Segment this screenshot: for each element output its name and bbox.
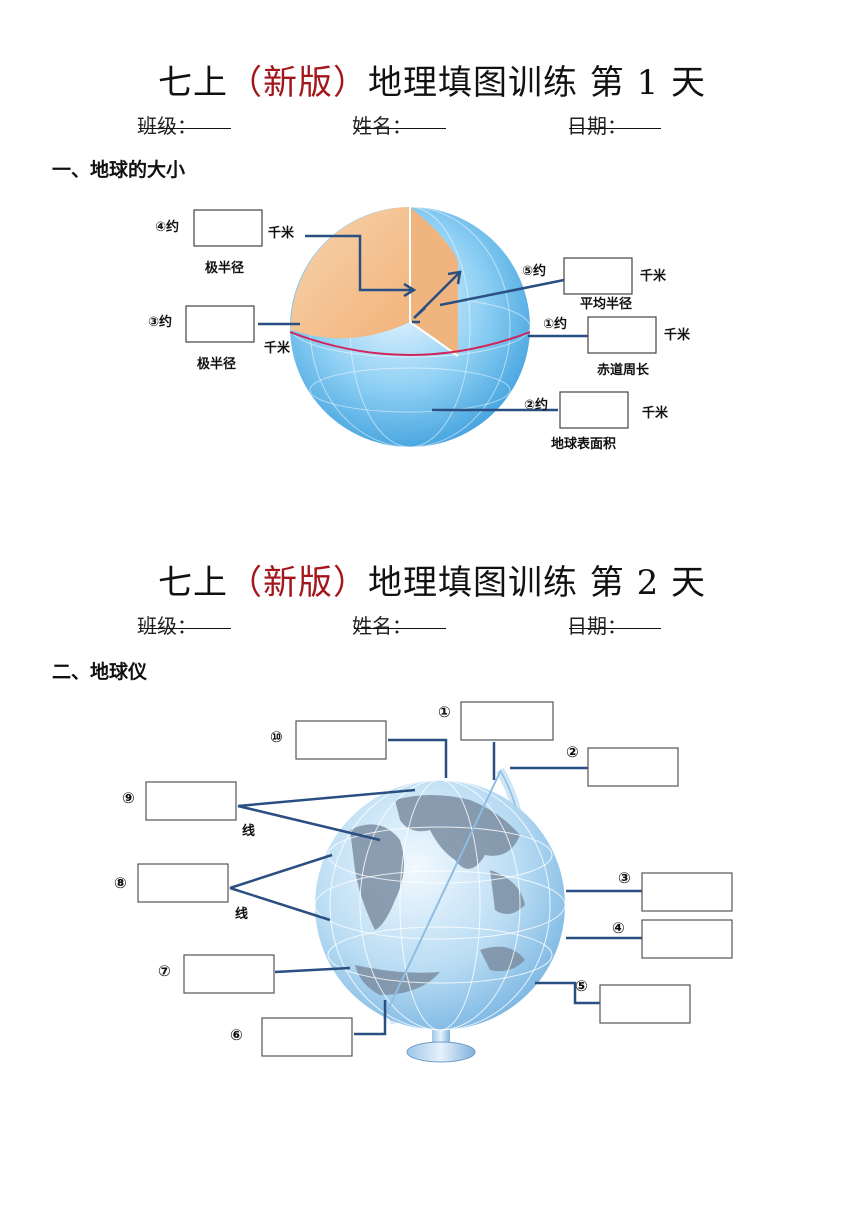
label-n6: ⑥ bbox=[230, 1026, 243, 1044]
label-n2: ②约 bbox=[524, 397, 548, 413]
label-surface-area: 地球表面积 bbox=[551, 436, 616, 452]
answer-box-1[interactable] bbox=[460, 701, 554, 741]
answer-box-3[interactable] bbox=[641, 872, 733, 912]
label-n7: ⑦ bbox=[158, 962, 171, 980]
label-n1: ①约 bbox=[543, 316, 567, 332]
label-mean-radius: 平均半径 bbox=[580, 296, 632, 312]
label-n10: ⑩ bbox=[270, 728, 283, 746]
date-label: 日期： bbox=[567, 614, 627, 638]
answer-box-4[interactable] bbox=[641, 919, 733, 959]
answer-box-9[interactable] bbox=[145, 781, 237, 821]
label-n1: ① bbox=[438, 703, 451, 721]
date-blank[interactable] bbox=[569, 610, 661, 629]
earth-size-diagram: ④约 千米 极半径 ③约 千米 极半径 ⑤约 千米 平均半径 ①约 千米 赤道周… bbox=[148, 206, 691, 452]
answer-box-8[interactable] bbox=[137, 863, 229, 903]
label-n9: ⑨ bbox=[122, 789, 135, 807]
name-blank[interactable] bbox=[354, 610, 446, 629]
class-label: 班级： bbox=[137, 614, 197, 638]
label-km-4: 千米 bbox=[268, 225, 295, 241]
answer-box-4[interactable] bbox=[193, 209, 263, 247]
section-globe: 二、地球仪 bbox=[52, 661, 148, 683]
label-n3: ③ bbox=[618, 869, 631, 887]
answer-box-10[interactable] bbox=[295, 720, 387, 760]
answer-box-5[interactable] bbox=[599, 984, 691, 1024]
label-n8: ⑧ bbox=[114, 874, 127, 892]
answer-box-2[interactable] bbox=[587, 747, 679, 787]
globe-diagram: ① ② ③ ④ ⑤ ⑥ ⑦ ⑧ ⑨ ⑩ 线 线 bbox=[114, 701, 733, 1063]
label-n3: ③约 bbox=[148, 314, 172, 330]
equator-line bbox=[289, 331, 531, 356]
name-label: 姓名： bbox=[352, 114, 412, 138]
class-blank[interactable] bbox=[139, 610, 231, 629]
section-earth-size: 一、地球的大小 bbox=[52, 159, 186, 181]
label-polar-radius-bottom: 极半径 bbox=[197, 356, 236, 372]
label-polar-radius-top: 极半径 bbox=[205, 260, 244, 276]
label-equator-circumference: 赤道周长 bbox=[597, 362, 650, 378]
date-blank[interactable] bbox=[569, 110, 661, 129]
label-km-2: 千米 bbox=[642, 405, 669, 421]
label-km-5: 千米 bbox=[640, 268, 667, 284]
answer-box-5[interactable] bbox=[563, 257, 633, 295]
label-line-8: 线 bbox=[235, 906, 248, 922]
answer-box-2[interactable] bbox=[559, 391, 629, 429]
label-km-1: 千米 bbox=[664, 327, 691, 343]
name-label: 姓名： bbox=[352, 614, 412, 638]
answer-box-7[interactable] bbox=[183, 954, 275, 994]
label-n4: ④ bbox=[612, 919, 625, 937]
answer-box-3[interactable] bbox=[185, 305, 255, 343]
globe-stand-base bbox=[406, 1041, 476, 1063]
label-n2: ② bbox=[566, 743, 579, 761]
date-label: 日期： bbox=[567, 114, 627, 138]
label-n5: ⑤约 bbox=[522, 263, 546, 279]
answer-box-1[interactable] bbox=[587, 316, 657, 354]
label-km-3: 千米 bbox=[264, 340, 291, 356]
class-blank[interactable] bbox=[139, 110, 231, 129]
class-label: 班级： bbox=[137, 114, 197, 138]
day2-title: 七上（新版）地理填图训练 第 2 天 bbox=[157, 563, 707, 603]
name-blank[interactable] bbox=[354, 110, 446, 129]
day1-title: 七上（新版）地理填图训练 第 1 天 bbox=[157, 63, 707, 103]
label-line-9: 线 bbox=[242, 823, 255, 839]
label-n4: ④约 bbox=[155, 219, 179, 235]
label-n5: ⑤ bbox=[575, 977, 588, 995]
cutaway-section bbox=[290, 207, 410, 339]
answer-box-6[interactable] bbox=[261, 1017, 353, 1057]
